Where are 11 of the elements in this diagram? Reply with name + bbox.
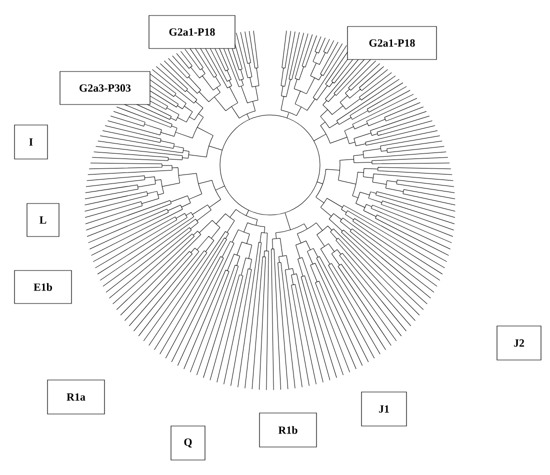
group-label-box: R1a (47, 380, 105, 414)
group-label-box: L (26, 203, 60, 237)
group-label-box: R1b (259, 412, 317, 448)
group-label-box: E1b (14, 270, 72, 304)
group-label-box: G2a1-P18 (148, 15, 236, 49)
group-label-box: J1 (361, 392, 407, 426)
group-label-box: G2a3-P303 (60, 71, 150, 105)
group-label-box: Q (170, 426, 206, 460)
group-label-box: G2a1-P18 (347, 26, 437, 60)
group-label-box: I (14, 124, 48, 160)
group-label-box: J2 (496, 326, 542, 360)
